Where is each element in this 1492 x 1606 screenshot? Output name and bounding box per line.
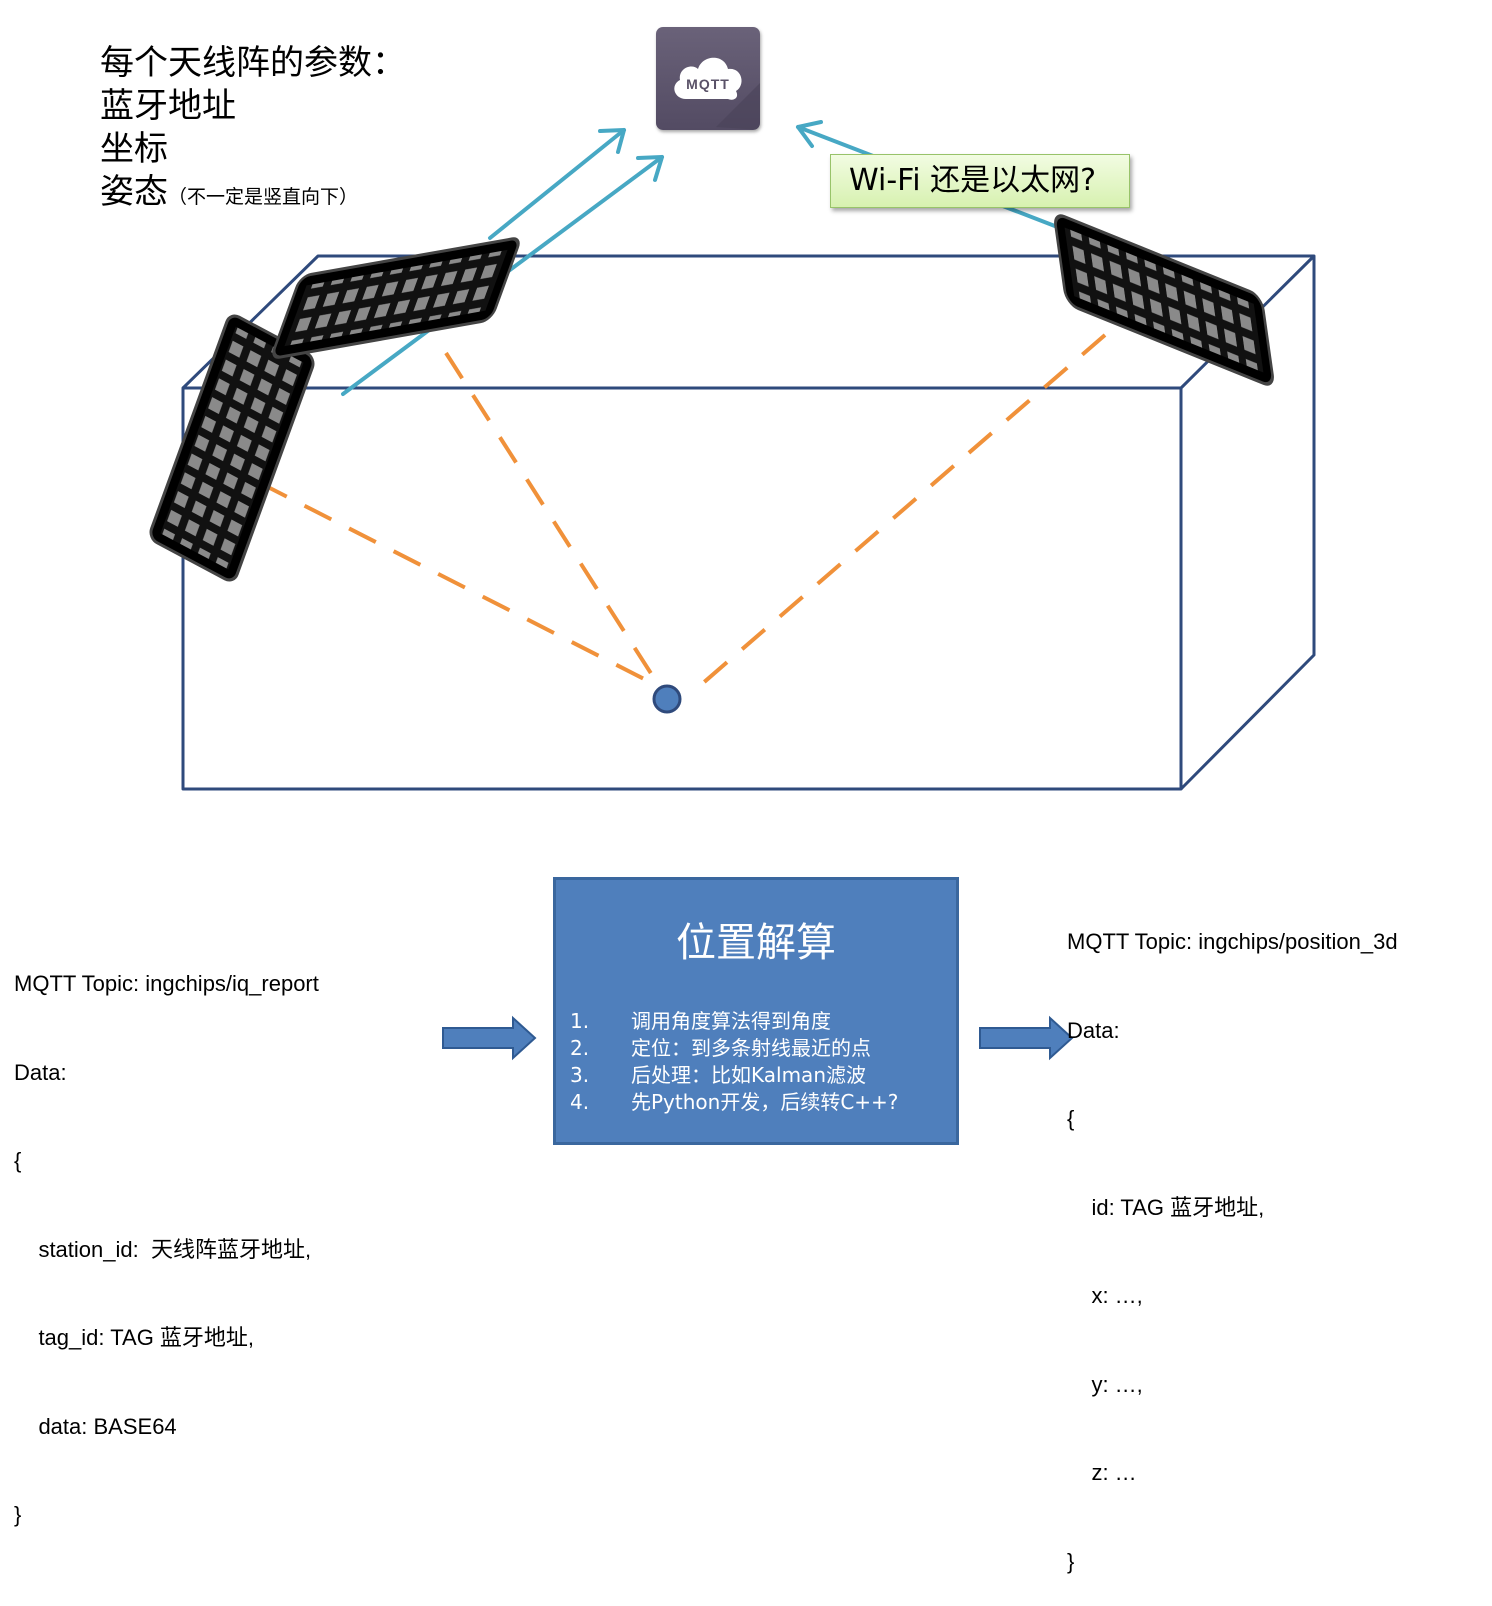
message-line: }: [14, 1502, 22, 1527]
iq-report-message: MQTT Topic: ingchips/iq_report Data: { s…: [14, 910, 319, 1559]
step-number: 2.: [570, 1036, 590, 1060]
network-callout: Wi-Fi 还是以太网?: [830, 154, 1130, 208]
params-item-address: 蓝牙地址: [100, 86, 236, 126]
message-line: tag_id: TAG 蓝牙地址,: [14, 1325, 255, 1350]
uplink-arrow-3-head: [796, 120, 823, 148]
position-3d-message: MQTT Topic: ingchips/position_3d Data: {…: [1067, 868, 1398, 1606]
room-front-face: [181, 386, 1183, 791]
uplink-arrow-1-head: [598, 128, 626, 154]
message-line: {: [14, 1148, 22, 1173]
mqtt-label: MQTT: [686, 76, 730, 92]
solver-steps: 1. 调用角度算法得到角度 2. 定位：到多条射线最近的点 3. 后处理：比如Kalm…: [570, 1008, 898, 1116]
step-number: 1.: [570, 1009, 590, 1033]
params-item-attitude-label: 姿态: [100, 172, 168, 212]
flow-arrows: [442, 1015, 1074, 1061]
uplink-arrow-2-head: [636, 155, 664, 182]
solver-step: 3. 后处理：比如Kalman滤波: [570, 1062, 898, 1089]
message-line: }: [1067, 1548, 1075, 1574]
flow-arrow-right: [979, 1015, 1074, 1061]
aoa-rays: [259, 333, 1107, 692]
message-line: id: TAG 蓝牙地址,: [1067, 1194, 1265, 1220]
params-item-attitude: 姿态（不一定是竖直向下）: [100, 171, 406, 219]
step-number: 4.: [570, 1090, 590, 1114]
tag-dot: [652, 684, 682, 714]
mqtt-broker-icon: MQTT: [656, 27, 760, 130]
message-line: data: BASE64: [14, 1413, 177, 1439]
step-text: 先Python开发，后续转C++?: [631, 1090, 899, 1114]
message-line: Data:: [1067, 1017, 1120, 1043]
step-number: 3.: [570, 1063, 590, 1087]
room-diagram: [149, 120, 1316, 1061]
antenna-array-center: [272, 237, 520, 359]
params-title: 每个天线阵的参数：: [100, 43, 406, 83]
message-line: z: …: [1067, 1460, 1137, 1485]
message-line: x: …,: [1067, 1283, 1143, 1308]
ray-right-antenna: [693, 333, 1107, 692]
message-line: y: …,: [1067, 1371, 1143, 1397]
antenna-params: 每个天线阵的参数： 蓝牙地址 坐标 姿态（不一定是竖直向下）: [100, 42, 406, 219]
cloud-icon: [674, 57, 760, 130]
solver-step: 1. 调用角度算法得到角度: [570, 1008, 898, 1035]
solver-step: 4. 先Python开发，后续转C++?: [570, 1089, 898, 1116]
ray-left-antenna: [259, 481, 653, 685]
message-line: MQTT Topic: ingchips/iq_report: [14, 971, 319, 996]
uplink-arrow-1: [488, 128, 626, 240]
room-right-face: [1179, 256, 1316, 791]
step-text: 定位：到多条射线最近的点: [631, 1036, 871, 1060]
solver-title: 位置解算: [676, 920, 836, 966]
ray-center-antenna: [444, 351, 654, 677]
message-line: {: [1067, 1106, 1075, 1131]
antenna-array-left: [149, 314, 315, 582]
position-solver-box: 位置解算 1. 调用角度算法得到角度 2. 定位：到多条射线最近的点 3. 后处理：比…: [553, 877, 959, 1145]
message-line: station_id: 天线阵蓝牙地址,: [14, 1236, 312, 1262]
params-item-coordinates: 坐标: [100, 129, 168, 169]
solver-step: 2. 定位：到多条射线最近的点: [570, 1035, 898, 1062]
step-text: 调用角度算法得到角度: [631, 1009, 831, 1033]
message-line: Data:: [14, 1059, 67, 1085]
message-line: MQTT Topic: ingchips/position_3d: [1067, 929, 1398, 954]
params-item-attitude-note: （不一定是竖直向下）: [168, 186, 359, 208]
flow-arrow-left: [442, 1015, 537, 1061]
antenna-array-right: [1054, 214, 1274, 386]
step-text: 后处理：比如Kalman滤波: [631, 1063, 866, 1087]
